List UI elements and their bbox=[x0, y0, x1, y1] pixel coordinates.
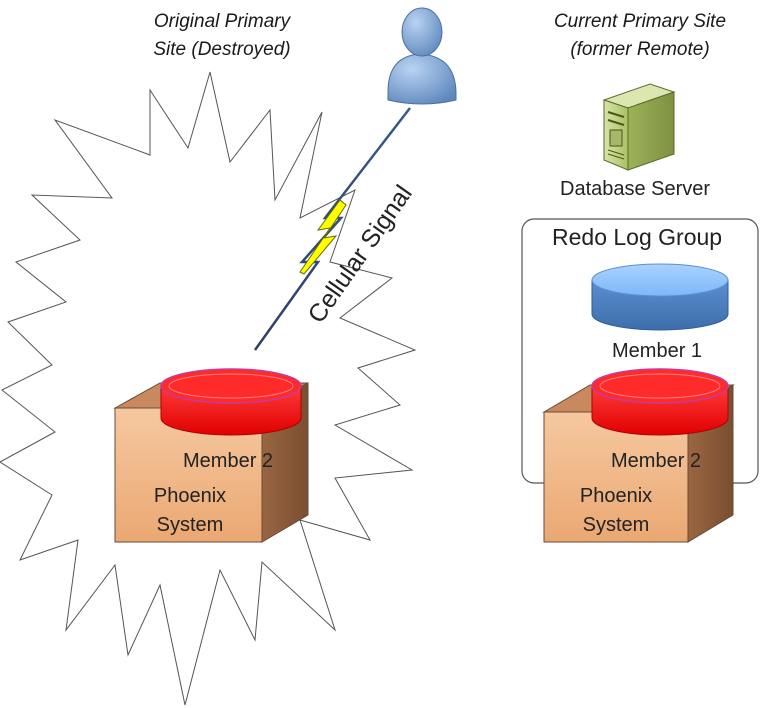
right-site-title-line1: Current Primary Site bbox=[553, 11, 727, 32]
lightning-bolt-icon bbox=[299, 199, 347, 275]
left-site-title-line2: Site (Destroyed) bbox=[153, 39, 291, 60]
right-member2-disk bbox=[591, 368, 729, 436]
member1-disk bbox=[591, 263, 729, 331]
database-server-icon bbox=[602, 83, 676, 171]
left-site-title: Original Primary Site (Destroyed) bbox=[130, 8, 314, 64]
right-site-title: Current Primary Site (former Remote) bbox=[528, 8, 752, 64]
left-member2-label: Member 2 bbox=[183, 450, 274, 472]
database-server-label: Database Server bbox=[560, 178, 711, 200]
redo-log-group-label: Redo Log Group bbox=[552, 224, 723, 250]
cellular-signal-link bbox=[253, 107, 411, 351]
person-icon bbox=[387, 7, 457, 105]
left-site-title-line1: Original Primary bbox=[153, 11, 291, 32]
right-member2-label: Member 2 bbox=[611, 450, 702, 472]
right-system-line1: Phoenix bbox=[579, 485, 653, 507]
left-system-line1: Phoenix bbox=[153, 485, 227, 507]
right-site-title-line2: (former Remote) bbox=[570, 39, 710, 60]
right-phoenix-system-label: Phoenix System bbox=[570, 482, 662, 540]
left-system-line2: System bbox=[156, 514, 224, 536]
member1-label: Member 1 bbox=[612, 340, 703, 362]
right-system-line2: System bbox=[582, 514, 650, 536]
left-phoenix-system-label: Phoenix System bbox=[140, 482, 240, 540]
left-member2-disk bbox=[160, 368, 302, 436]
